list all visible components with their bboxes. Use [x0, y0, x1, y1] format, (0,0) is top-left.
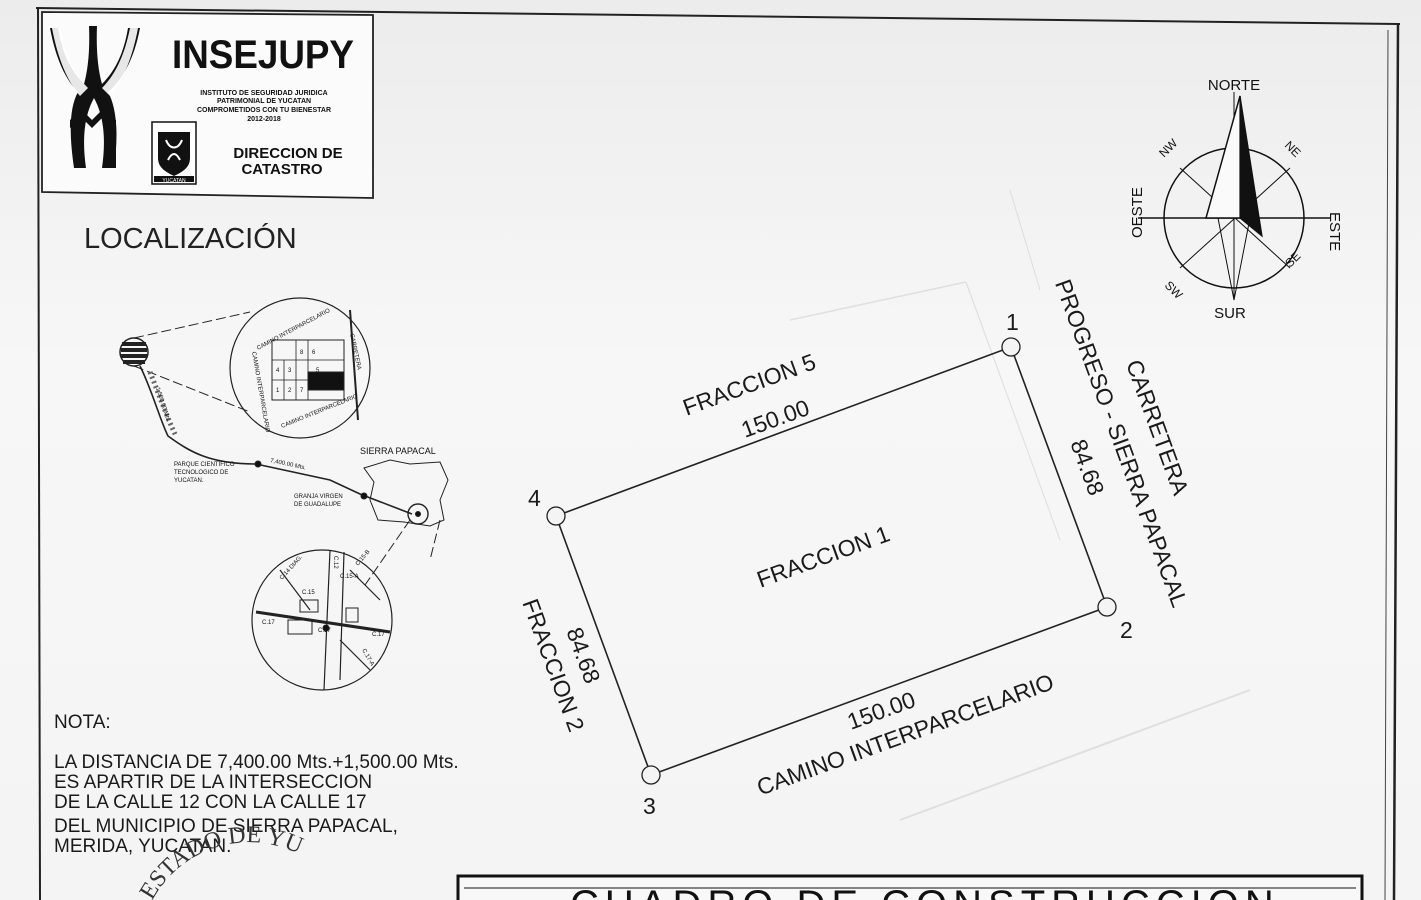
inset-label-camino-left: CAMINO INTERPARCELARIO: [250, 351, 270, 433]
grid-number-7: 7: [300, 388, 304, 394]
compass-north: NORTE: [1208, 77, 1260, 94]
street-label-c15a: C.15-A: [340, 574, 359, 580]
vertex-1-marker: [1001, 337, 1021, 357]
street-label-c15b: C.15-B: [355, 549, 372, 567]
nota-block: NOTA: LA DISTANCIA DE 7,400.00 Mts.+1,50…: [54, 712, 459, 857]
main-fraction-label: FRACCION 1: [753, 520, 893, 592]
inset-label-carretera: CARRETERA: [348, 333, 362, 370]
shield-label: YUCATAN: [162, 178, 186, 184]
target-parcel: [307, 371, 345, 391]
grid-number-5: 2: [288, 388, 292, 394]
nota-line-1: LA DISTANCIA DE 7,400.00 Mts.+1,500.00 M…: [54, 752, 459, 773]
inset-label-camino-bottom: CAMINO INTERPARCELARIO: [281, 393, 359, 429]
grid-number-1: 6: [312, 350, 316, 356]
grid-number-2: 5: [316, 368, 320, 374]
compass-south: SUR: [1214, 305, 1246, 322]
street-label-c12: C.12: [332, 556, 338, 569]
right-border-inner: [1384, 29, 1389, 900]
vertex-1-label: 1: [1006, 309, 1019, 335]
localization-title: LOCALIZACIÓN: [84, 222, 297, 255]
top-border: [35, 7, 1401, 25]
left-border: [37, 7, 41, 900]
street-label-c17-2: C.17: [318, 628, 331, 634]
street-label-c17-3: C.17: [372, 632, 385, 638]
granja-line-2: DE GUADALUPE: [294, 502, 341, 508]
parque-line-3: YUCATAN.: [174, 478, 204, 484]
parque-line-1: PARQUE CIENTIFICO: [174, 462, 235, 468]
vertex-3-label: 3: [643, 793, 656, 819]
grid-number-3: 4: [276, 368, 280, 374]
vertex-4-marker: [546, 506, 566, 526]
nota-line-5: MERIDA, YUCATAN.: [54, 836, 231, 857]
vertex-2-marker: [1097, 597, 1117, 617]
north-arrow-compass: [1138, 92, 1330, 301]
north-length-label: 150.00: [738, 394, 813, 442]
east-length-label: 84.68: [1065, 436, 1109, 499]
nota-line-2: ES APARTIR DE LA INTERSECCION: [54, 772, 372, 793]
inset-parcels-circle: [229, 297, 371, 439]
insejupy-logo: [50, 26, 140, 168]
sketch-labels: CAMINO INTERPARCELARIO CAMINO INTERPARCE…: [154, 308, 436, 667]
plot-polygon-group: [546, 337, 1117, 785]
street-label-c17a: C.17-A: [360, 648, 375, 667]
compass-nw: NW: [1156, 136, 1181, 161]
compass-se: SE: [1282, 249, 1303, 270]
institute-line-4: 2012-2018: [247, 116, 281, 123]
compass-east: ESTE: [1326, 212, 1343, 251]
yucatan-shield-icon: [151, 121, 197, 185]
street-label-c17-1: C.17: [262, 620, 275, 626]
nota-line-3: DE LA CALLE 12 CON LA CALLE 17: [54, 792, 367, 813]
compass-sw: SW: [1162, 278, 1186, 302]
route-distance-2: 7,400.00 Mts.: [270, 458, 307, 471]
street-label-c15: C.15: [302, 590, 315, 596]
nota-title: NOTA:: [54, 712, 111, 733]
logo-name: INSEJUPY: [172, 33, 354, 78]
location-sketch: [119, 297, 449, 691]
institute-line-2: PATRIMONIAL DE YUCATAN: [217, 98, 311, 105]
inset-label-camino-top: CAMINO INTERPARCELARIO: [256, 308, 331, 352]
right-border-outer: [1392, 23, 1400, 900]
compass-west: OESTE: [1129, 187, 1146, 238]
granja-line-1: GRANJA VIRGEN: [294, 494, 343, 500]
header-box: INSEJUPY INSTITUTO DE SEGURIDAD JURIDICA…: [41, 11, 374, 199]
grid-number-6: 1: [276, 388, 280, 394]
construction-table: CUADRO DE CONSTRUCCION: [456, 874, 1364, 900]
department-line-2: CATASTRO: [241, 161, 322, 178]
department-line-1: DIRECCION DE: [233, 145, 342, 162]
table-title: CUADRO DE CONSTRUCCION: [570, 883, 1280, 900]
vertex-2-label: 2: [1120, 617, 1133, 643]
sierra-papacal-label: SIERRA PAPACAL: [360, 446, 436, 456]
grid-number-4: 3: [288, 368, 292, 374]
plot-labels: 1 2 3 4 FRACCION 1 FRACCION 5 150.00 CAR…: [517, 276, 1194, 819]
nota-line-4: DEL MUNICIPIO DE SIERRA PAPACAL,: [54, 816, 398, 837]
vertex-3-marker: [641, 765, 661, 785]
compass-ne: NE: [1282, 138, 1304, 160]
parque-line-2: TECNOLOGICO DE: [174, 470, 228, 476]
bleed-through-marks: [789, 189, 1251, 821]
institute-line-1: INSTITUTO DE SEGURIDAD JURIDICA: [200, 90, 327, 97]
inset-streets-circle: [251, 549, 393, 691]
street-label-c14-diag: C.14 DIAG.: [279, 554, 304, 581]
institute-line-3: COMPROMETIDOS CON TU BIENESTAR: [197, 107, 331, 114]
grid-number-8: 8: [300, 350, 304, 356]
vertex-4-label: 4: [528, 485, 541, 511]
